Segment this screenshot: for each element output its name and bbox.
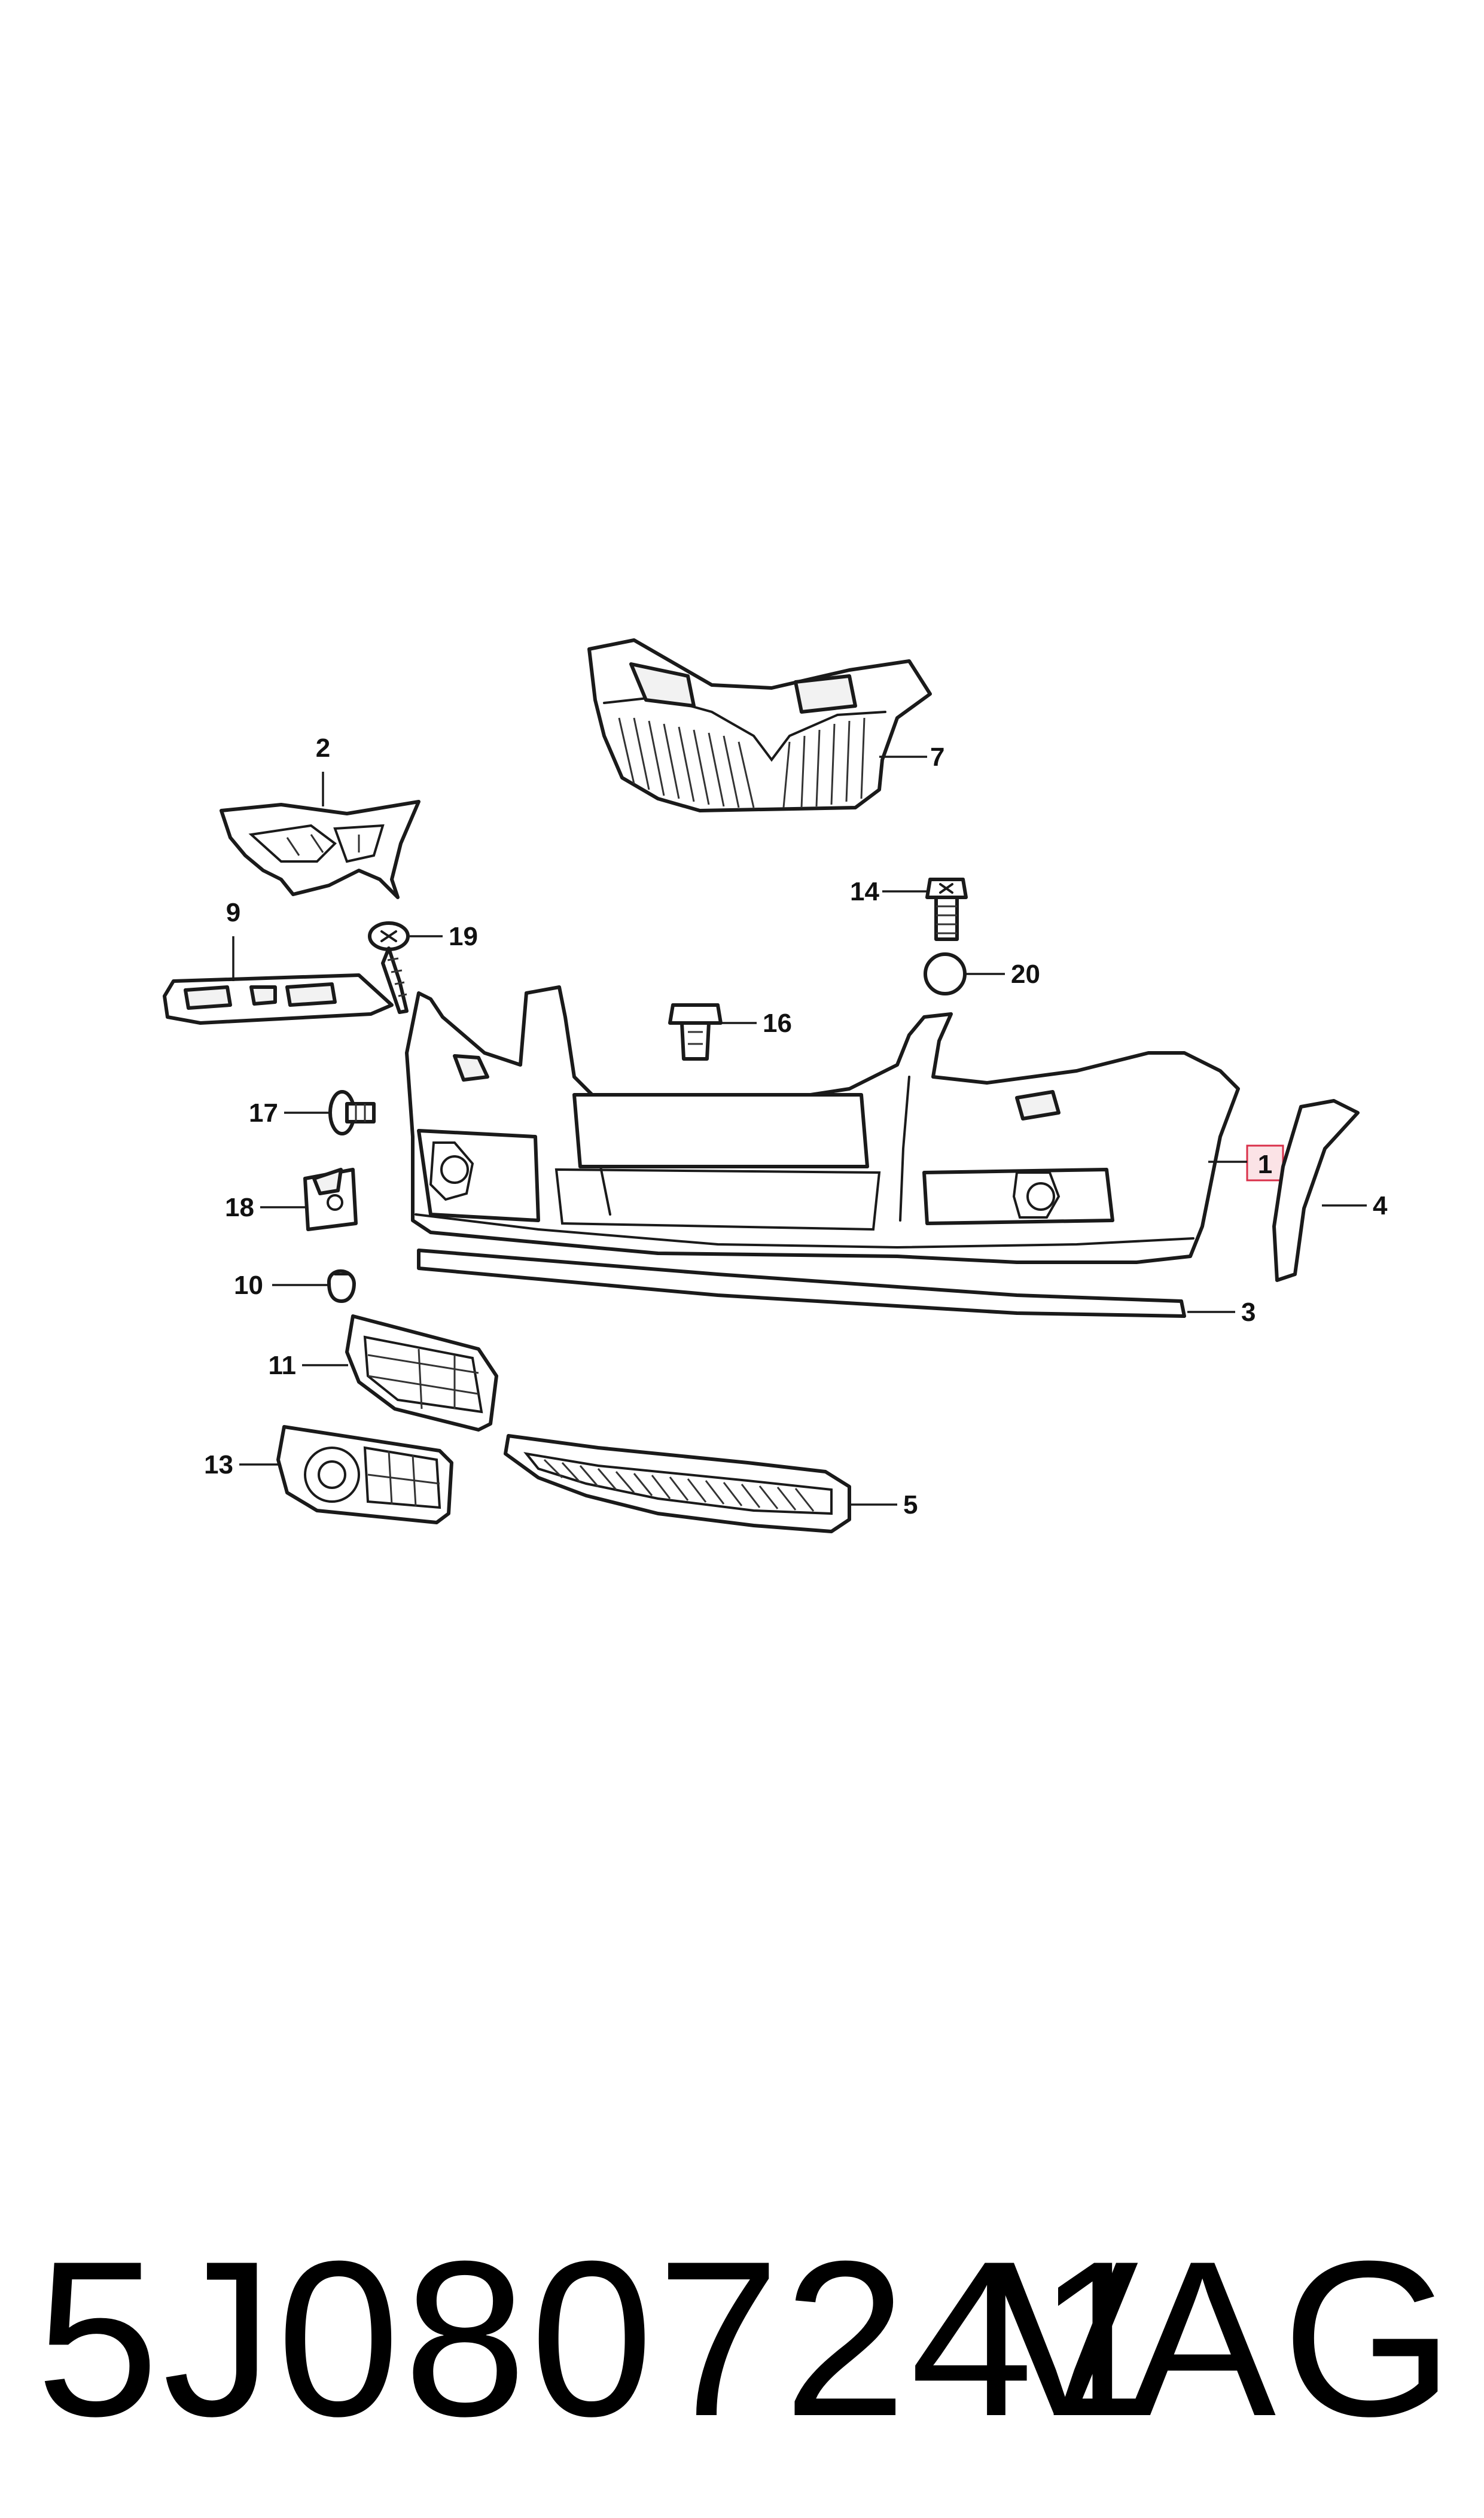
callout-1[interactable]: 1 bbox=[1258, 1150, 1272, 1179]
brand-name: VAG bbox=[991, 2215, 1460, 2462]
part-3-spoiler-strip bbox=[417, 1249, 1235, 1318]
part-9-trim-strip bbox=[163, 936, 394, 1025]
callout-11[interactable]: 11 bbox=[268, 1351, 296, 1380]
part-20-cap bbox=[924, 952, 1005, 995]
callout-4[interactable]: 4 bbox=[1373, 1191, 1388, 1220]
part-14-bolt bbox=[882, 878, 968, 941]
callout-13[interactable]: 13 bbox=[204, 1450, 233, 1479]
callout-16[interactable]: 16 bbox=[763, 1009, 792, 1038]
part-2-bracket bbox=[220, 772, 420, 899]
callout-19[interactable]: 19 bbox=[449, 922, 478, 951]
callout-20[interactable]: 20 bbox=[1011, 960, 1040, 989]
callout-18[interactable]: 18 bbox=[225, 1193, 254, 1222]
part-13-fog-light-grille bbox=[239, 1425, 453, 1524]
part-4-side-molding bbox=[1272, 1099, 1367, 1282]
part-16-rivet bbox=[668, 1003, 757, 1061]
callout-2[interactable]: 2 bbox=[316, 733, 330, 763]
part-11-side-grille bbox=[302, 1314, 498, 1432]
callout-5[interactable]: 5 bbox=[903, 1490, 918, 1520]
callout-9[interactable]: 9 bbox=[226, 898, 240, 927]
part-18-clip-nut bbox=[260, 1168, 358, 1231]
callout-10[interactable]: 10 bbox=[234, 1271, 263, 1300]
callout-7[interactable]: 7 bbox=[930, 742, 944, 772]
part-17-bolt bbox=[284, 1090, 376, 1135]
part-19-screw bbox=[368, 921, 443, 1014]
callout-3[interactable]: 3 bbox=[1241, 1298, 1256, 1327]
part-10-clip bbox=[272, 1269, 356, 1303]
part-5-center-grille bbox=[504, 1434, 897, 1533]
part-7-radiator-grille bbox=[587, 638, 932, 812]
callout-14[interactable]: 14 bbox=[850, 877, 879, 906]
callout-17[interactable]: 17 bbox=[249, 1098, 278, 1128]
part-1-bumper-cover bbox=[405, 985, 1284, 1264]
part-number: 5J0807241 bbox=[36, 2215, 1164, 2462]
